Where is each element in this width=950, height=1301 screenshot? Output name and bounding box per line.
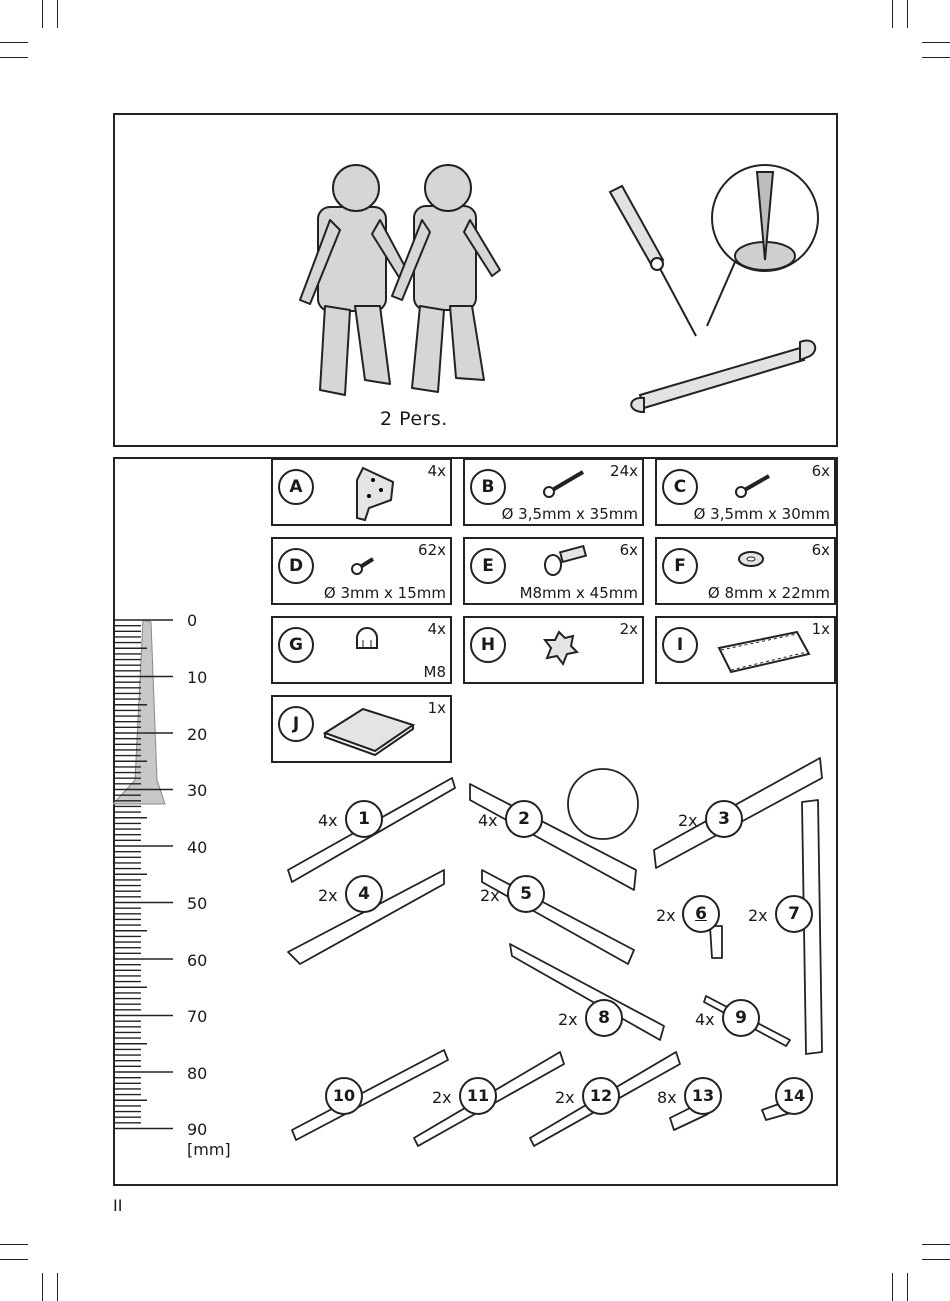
part-qty: 4x: [478, 811, 498, 830]
part-number-11: 11: [459, 1077, 497, 1115]
part-qty: 2x: [748, 906, 768, 925]
part-qty: 2x: [555, 1088, 575, 1107]
crop-mark: [892, 1273, 893, 1301]
part-qty: 2x: [480, 886, 500, 905]
wooden-parts-illustration: [0, 0, 950, 1190]
part-qty: 2x: [678, 811, 698, 830]
part-qty: 2x: [318, 886, 338, 905]
part-number-3: 3: [705, 800, 743, 838]
crop-mark: [57, 1273, 58, 1301]
part-qty: 2x: [558, 1010, 578, 1029]
part-qty: 2x: [656, 906, 676, 925]
part-number-8: 8: [585, 999, 623, 1037]
crop-mark: [907, 1273, 908, 1301]
crop-mark: [42, 1273, 43, 1301]
part-number-5: 5: [507, 875, 545, 913]
part-qty: 4x: [318, 811, 338, 830]
part-2-detail-drawing: [568, 769, 638, 839]
part-10-drawing: [292, 1050, 448, 1140]
part-6-drawing: [710, 926, 722, 958]
part-number-10: 10: [325, 1077, 363, 1115]
crop-mark: [0, 1259, 28, 1260]
part-number-1: 1: [345, 800, 383, 838]
part-qty: 8x: [657, 1088, 677, 1107]
part-number-4: 4: [345, 875, 383, 913]
part-qty: 4x: [695, 1010, 715, 1029]
part-number-2: 2: [505, 800, 543, 838]
part-5-drawing: [482, 870, 634, 964]
crop-mark: [922, 1244, 950, 1245]
part-number-7: 7: [775, 895, 813, 933]
crop-mark: [922, 1259, 950, 1260]
part-qty: 2x: [432, 1088, 452, 1107]
part-number-12: 12: [582, 1077, 620, 1115]
crop-mark: [0, 1244, 28, 1245]
part-number-13: 13: [684, 1077, 722, 1115]
part-number-6: 6: [682, 895, 720, 933]
part-number-9: 9: [722, 999, 760, 1037]
page-number: II: [113, 1196, 122, 1215]
part-number-14: 14: [775, 1077, 813, 1115]
